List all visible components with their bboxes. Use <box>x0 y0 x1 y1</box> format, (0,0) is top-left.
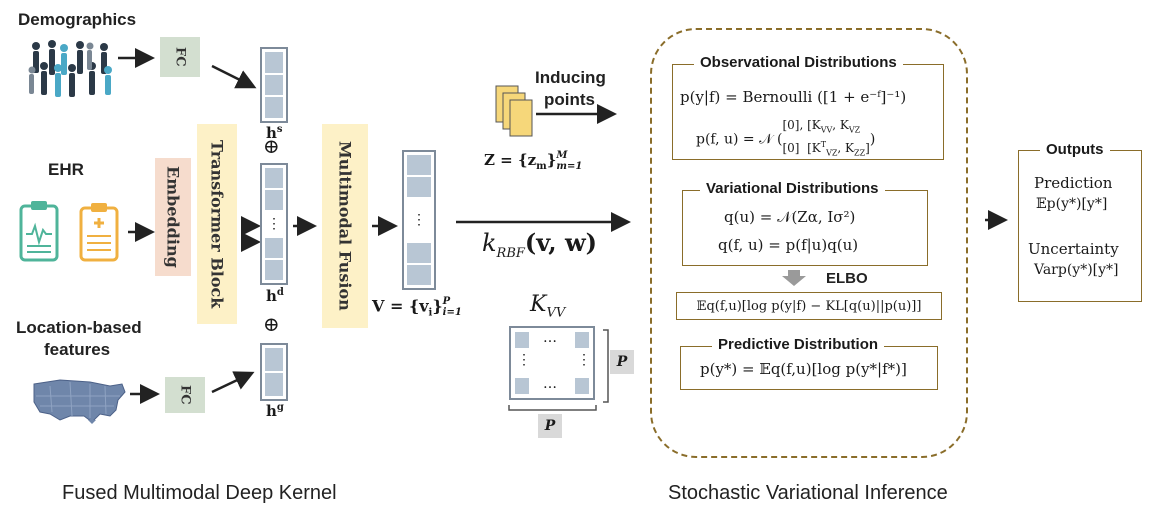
kvv-bottom-bracket <box>508 405 597 411</box>
svi-container <box>650 28 968 458</box>
variational-eq-1: q(u) = 𝒩(Zα, Iσ²) <box>724 208 856 226</box>
location-label-line1: Location-based <box>16 318 142 337</box>
multimodal-fusion-block: Multimodal Fusion <box>322 124 368 328</box>
variational-box <box>682 190 928 266</box>
uncertainty-eq: Varp(y*)[y*] <box>1034 262 1119 278</box>
embedding-block: Embedding <box>155 158 191 276</box>
prediction-label: Prediction <box>1034 174 1113 192</box>
v-vector: ⋮ <box>402 150 436 290</box>
predictive-title: Predictive Distribution <box>712 336 885 353</box>
p-label-right: P <box>610 350 634 374</box>
elbo-arrow <box>782 270 806 286</box>
variational-title: Variational Distributions <box>700 180 885 197</box>
inducing-points-icon <box>495 85 533 137</box>
hs-vector <box>260 47 288 123</box>
fc-location: FC <box>165 377 205 413</box>
oplus-2: ⊕ <box>263 312 280 336</box>
location-label-line2: features <box>44 340 111 359</box>
observational-eq-1: p(y|f) = Bernoulli ([1 + e⁻ᶠ]⁻¹) <box>680 88 907 106</box>
hd-vector: ⋮ <box>260 163 288 285</box>
outputs-title: Outputs <box>1040 141 1110 158</box>
clipboard-orange-icon <box>79 203 119 262</box>
kvv-label: KVV <box>530 292 566 321</box>
transformer-block: Transformer Block <box>197 124 237 324</box>
observational-title: Observational Distributions <box>694 54 903 71</box>
p-label-bottom: P <box>538 414 562 438</box>
hg-label: hg <box>266 402 284 420</box>
caption-left: Fused Multimodal Deep Kernel <box>62 482 337 504</box>
hg-vector <box>260 343 288 401</box>
outputs-box <box>1018 150 1142 302</box>
elbo-label: ELBO <box>826 270 868 287</box>
arrow-fc-hs <box>211 64 257 89</box>
predictive-eq: p(y*) = 𝔼q(f,u)[log p(y*|f*)] <box>700 360 907 378</box>
fc-demographics: FC <box>160 37 200 77</box>
elbo-equation: 𝔼q(f,u)[log p(y|f) − KL[q(u)||p(u)]] <box>676 292 942 320</box>
inducing-label-2: points <box>544 90 595 109</box>
demographics-label: Demographics <box>18 10 137 29</box>
hd-label: hd <box>266 287 284 305</box>
crowd-icon <box>28 40 112 97</box>
variational-eq-2: q(f, u) = p(f|u)q(u) <box>718 236 859 254</box>
oplus-1: ⊕ <box>263 134 280 158</box>
kvv-matrix: … … ⋮ ⋮ <box>509 326 595 400</box>
arrow-fc-hg <box>211 371 255 394</box>
inducing-label-1: Inducing <box>535 68 606 87</box>
hs-label: hs <box>266 124 283 142</box>
clipboard-teal-icon <box>19 201 59 262</box>
uncertainty-label: Uncertainty <box>1028 240 1119 258</box>
us-map-icon <box>33 379 126 424</box>
ehr-label: EHR <box>48 160 84 179</box>
kernel-function: kRBF(v, w) <box>482 228 597 261</box>
caption-right: Stochastic Variational Inference <box>668 482 948 504</box>
kvv-right-bracket <box>603 329 609 403</box>
prediction-eq: 𝔼p(y*)[y*] <box>1036 196 1108 212</box>
observational-eq-2: p(f, u) = 𝒩 ([0], [KVV, KVZ[0] [KTVZ, KZ… <box>696 118 876 158</box>
